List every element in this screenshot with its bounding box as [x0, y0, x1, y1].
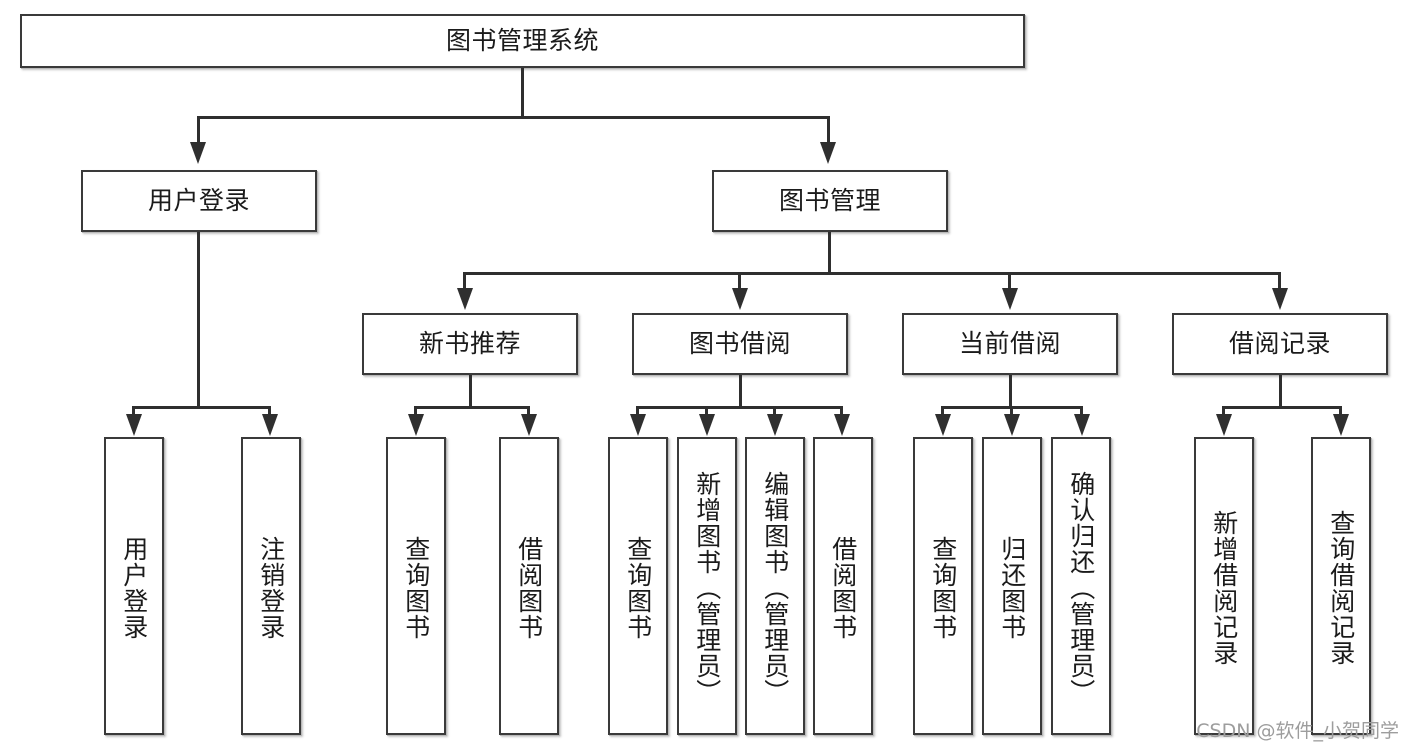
connector-current-borrow-drop-2: [1010, 406, 1013, 418]
connector-borrow-records-drop-1: [1222, 406, 1225, 418]
connector-borrow-records-bus: [1222, 406, 1342, 409]
node-new-book-recommend[interactable]: 新书推荐: [362, 313, 578, 375]
connector-current-borrow-stem: [1009, 375, 1012, 409]
connector-book-borrow-drop-4: [840, 406, 843, 418]
arrow-to-new-book: [457, 288, 473, 310]
connector-new-book-bus: [414, 406, 530, 409]
leaf-logout[interactable]: 注销登录: [241, 437, 301, 735]
node-label: 用户登录: [119, 536, 149, 640]
node-label: 注销登录: [256, 536, 286, 640]
node-label: 借阅图书: [828, 536, 858, 640]
node-root-system[interactable]: 图书管理系统: [20, 14, 1025, 68]
arrow-to-leaf-query-record: [1333, 414, 1349, 436]
node-label: 用户登录: [147, 186, 250, 215]
node-label: 查询图书: [401, 536, 431, 640]
leaf-add-borrow-record[interactable]: 新增借阅记录: [1194, 437, 1254, 735]
arrow-to-leaf-query-book-3: [935, 414, 951, 436]
connector-user-login-stem: [197, 232, 200, 408]
arrow-to-borrow-records: [1272, 288, 1288, 310]
node-label: 确认归还（管理员）: [1066, 471, 1096, 705]
connector-level2-drop-4: [1278, 272, 1281, 292]
node-label: 归还图书: [997, 536, 1027, 640]
leaf-query-book-current[interactable]: 查询图书: [913, 437, 973, 735]
node-label: 查询图书: [928, 536, 958, 640]
node-label: 当前借阅: [958, 329, 1061, 358]
node-label: 新增图书（管理员）: [692, 471, 722, 705]
arrow-to-leaf-edit-book: [767, 414, 783, 436]
arrow-to-leaf-query-book-1: [408, 414, 424, 436]
arrow-to-book-borrow: [732, 288, 748, 310]
arrow-to-leaf-confirm-return: [1074, 414, 1090, 436]
connector-borrow-records-stem: [1279, 375, 1282, 409]
connector-borrow-records-drop-2: [1339, 406, 1342, 418]
leaf-edit-book[interactable]: 编辑图书（管理员）: [745, 437, 805, 735]
connector-user-login-drop-2: [268, 406, 271, 418]
leaf-add-book[interactable]: 新增图书（管理员）: [677, 437, 737, 735]
connector-level1-drop-2: [827, 116, 830, 144]
connector-book-borrow-stem: [739, 375, 742, 409]
arrow-to-user-login: [190, 142, 206, 164]
leaf-user-login[interactable]: 用户登录: [104, 437, 164, 735]
node-label: 查询借阅记录: [1326, 510, 1356, 666]
arrow-to-current-borrow: [1002, 288, 1018, 310]
arrow-to-leaf-add-book: [699, 414, 715, 436]
node-label: 图书管理: [778, 186, 881, 215]
node-label: 编辑图书（管理员）: [760, 471, 790, 705]
connector-root-stem: [521, 68, 524, 118]
leaf-query-borrow-record[interactable]: 查询借阅记录: [1311, 437, 1371, 735]
leaf-borrow-book-recommend[interactable]: 借阅图书: [499, 437, 559, 735]
connector-current-borrow-drop-3: [1080, 406, 1083, 418]
connector-level1-bus: [197, 116, 829, 119]
arrow-to-book-manage: [820, 142, 836, 164]
arrow-to-leaf-borrow-book-1: [521, 414, 537, 436]
connector-new-book-stem: [469, 375, 472, 409]
connector-book-manage-stem: [828, 232, 831, 274]
node-label: 查询图书: [623, 536, 653, 640]
leaf-borrow-book[interactable]: 借阅图书: [813, 437, 873, 735]
arrow-to-leaf-add-record: [1216, 414, 1232, 436]
arrow-to-leaf-borrow-book-2: [834, 414, 850, 436]
node-label: 新增借阅记录: [1209, 510, 1239, 666]
connector-new-book-drop-2: [527, 406, 530, 418]
connector-level2-drop-3: [1008, 272, 1011, 292]
connector-level2-drop-1: [463, 272, 466, 292]
arrow-to-leaf-logout: [262, 414, 278, 436]
connector-book-borrow-bus: [636, 406, 843, 409]
connector-book-borrow-drop-3: [773, 406, 776, 418]
arrow-to-leaf-query-book-2: [630, 414, 646, 436]
node-book-manage[interactable]: 图书管理: [712, 170, 948, 232]
leaf-confirm-return[interactable]: 确认归还（管理员）: [1051, 437, 1111, 735]
node-label: 图书管理系统: [445, 26, 599, 55]
connector-new-book-drop-1: [414, 406, 417, 418]
leaf-query-book-borrow[interactable]: 查询图书: [608, 437, 668, 735]
connector-level2-drop-2: [738, 272, 741, 292]
connector-book-borrow-drop-2: [705, 406, 708, 418]
leaf-query-book-recommend[interactable]: 查询图书: [386, 437, 446, 735]
connector-user-login-bus: [132, 406, 270, 409]
connector-book-borrow-drop-1: [636, 406, 639, 418]
node-current-borrow[interactable]: 当前借阅: [902, 313, 1118, 375]
connector-level2-bus: [463, 272, 1280, 275]
node-label: 新书推荐: [418, 329, 521, 358]
arrow-to-leaf-user-login: [126, 414, 142, 436]
arrow-to-leaf-return-book: [1004, 414, 1020, 436]
connector-user-login-drop-1: [132, 406, 135, 418]
node-label: 借阅记录: [1228, 329, 1331, 358]
node-book-borrow[interactable]: 图书借阅: [632, 313, 848, 375]
node-borrow-records[interactable]: 借阅记录: [1172, 313, 1388, 375]
connector-level1-drop-1: [197, 116, 200, 144]
watermark: CSDN @软件_小贺同学: [1196, 720, 1399, 742]
leaf-return-book[interactable]: 归还图书: [982, 437, 1042, 735]
node-label: 图书借阅: [688, 329, 791, 358]
node-label: 借阅图书: [514, 536, 544, 640]
connector-current-borrow-drop-1: [941, 406, 944, 418]
node-user-login[interactable]: 用户登录: [81, 170, 317, 232]
